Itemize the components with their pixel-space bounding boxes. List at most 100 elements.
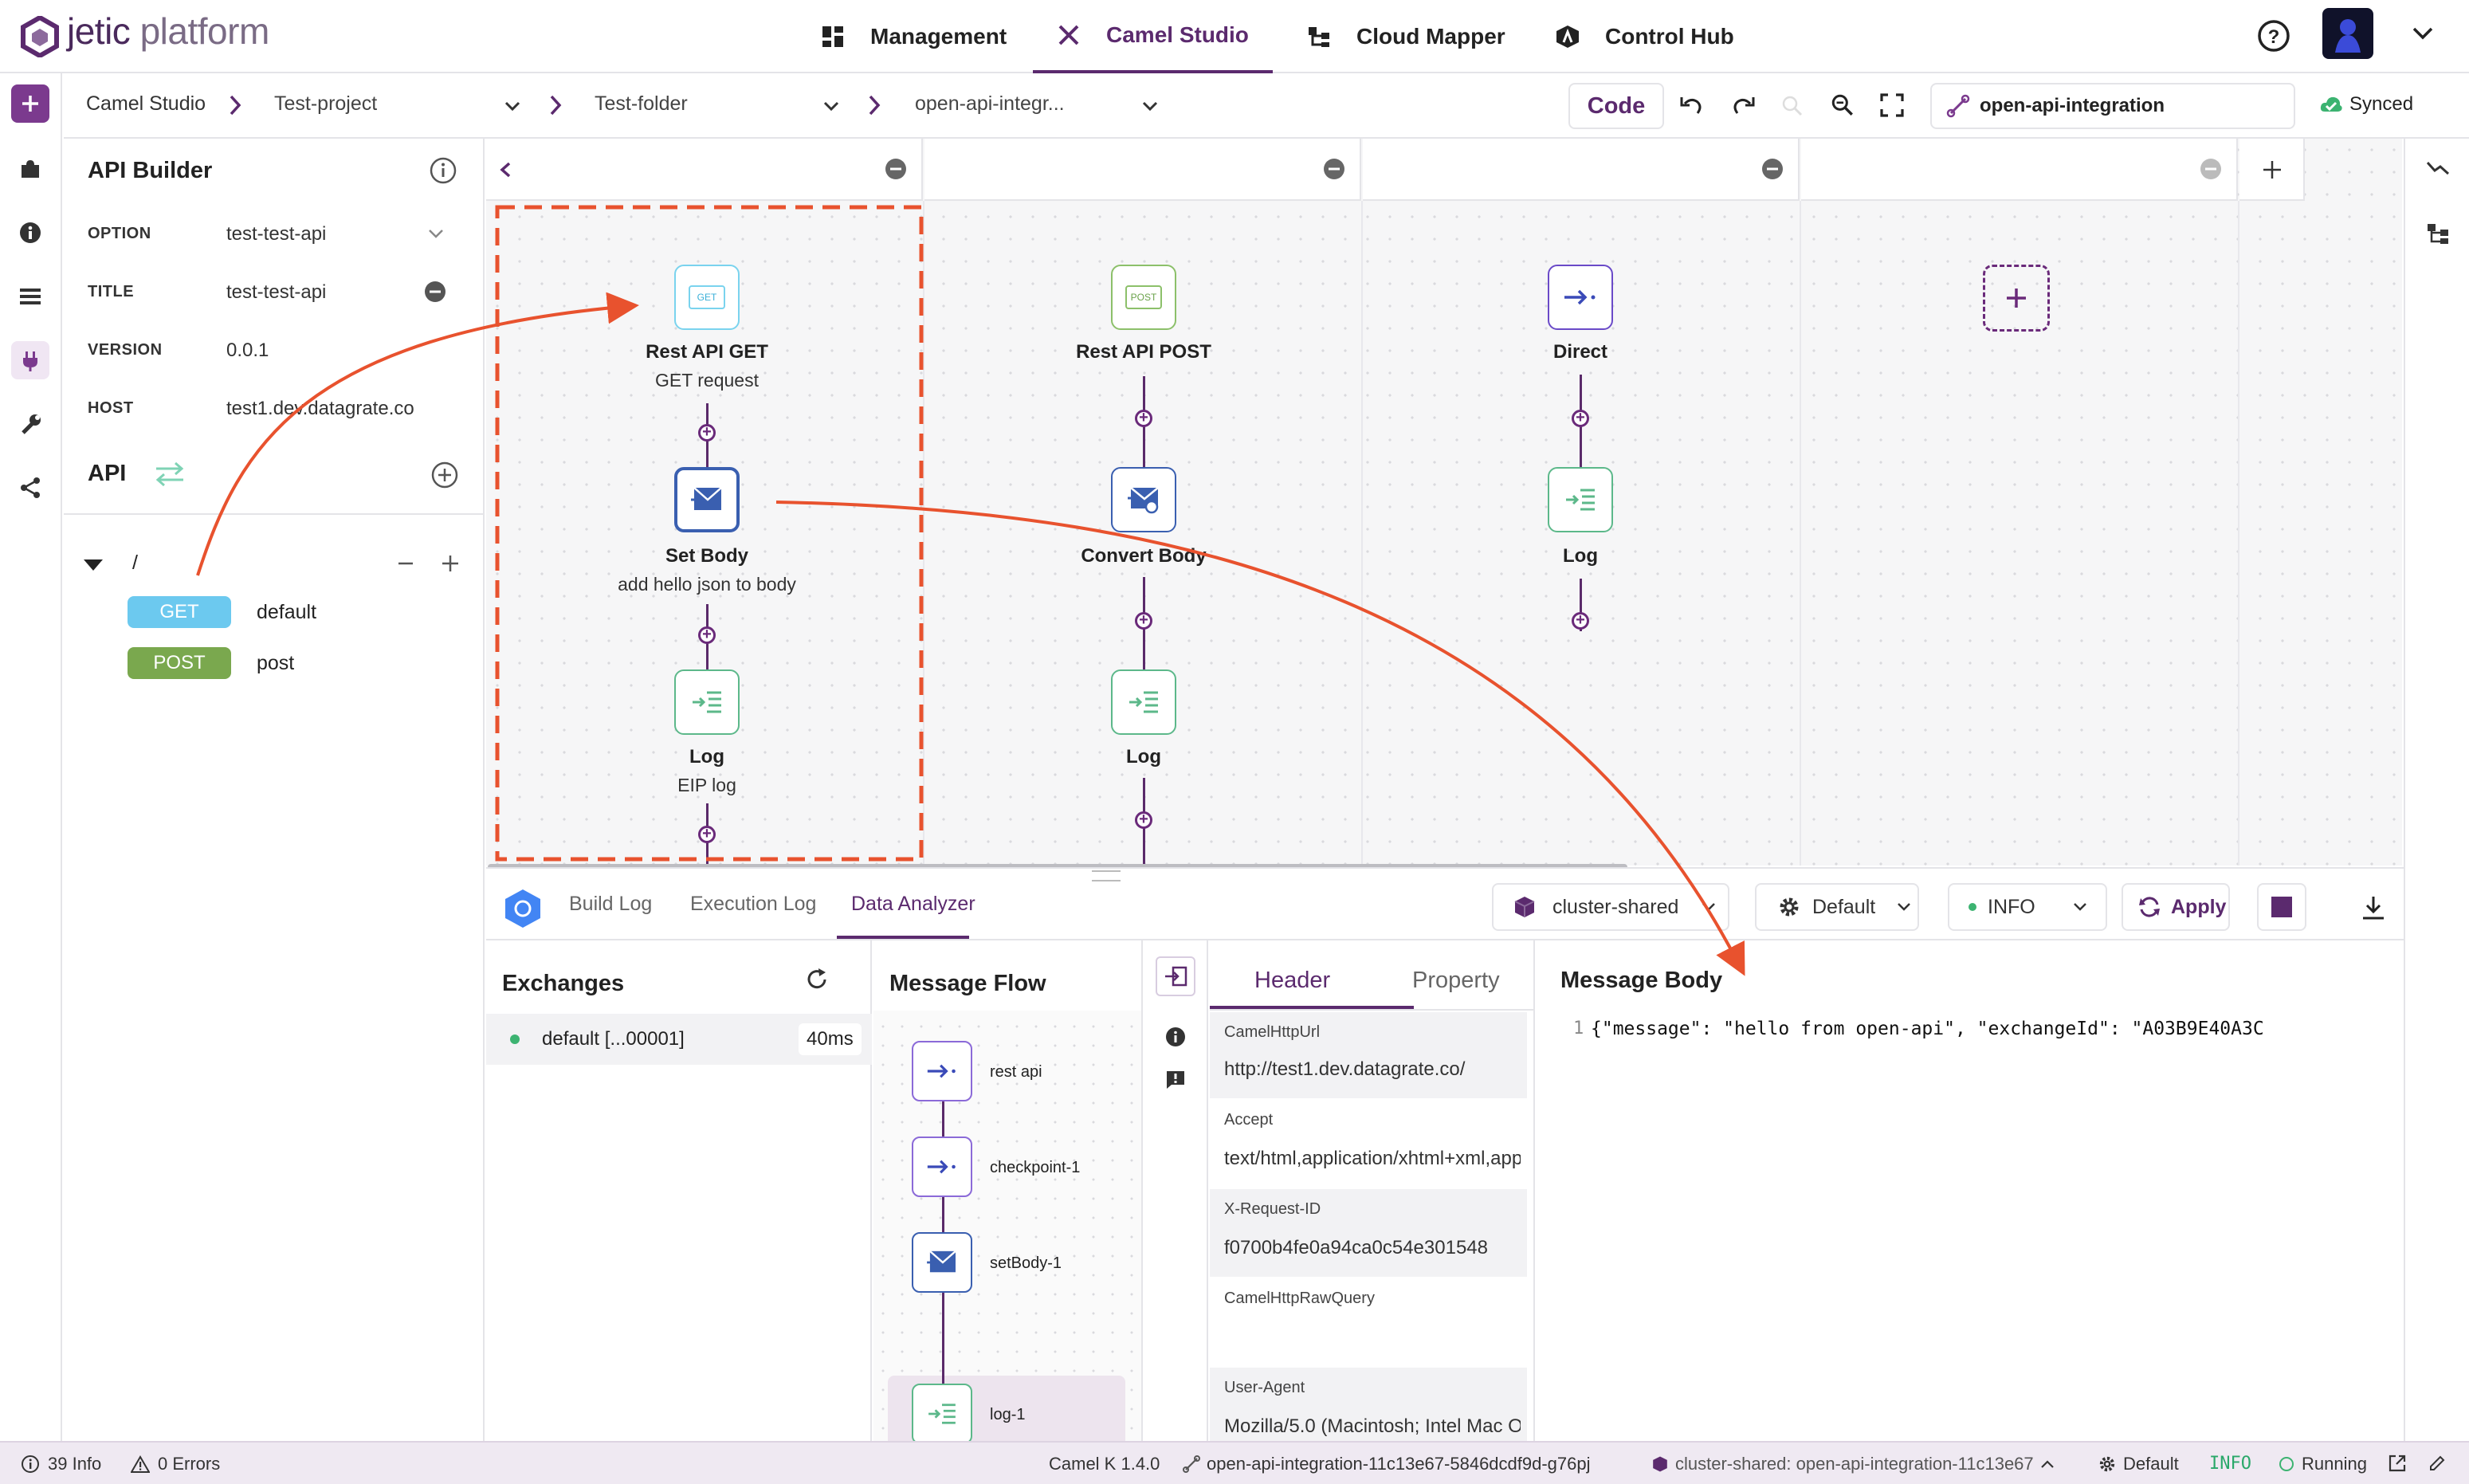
- add-step-button[interactable]: +: [1135, 410, 1152, 427]
- add-route-placeholder[interactable]: [1983, 265, 2050, 332]
- breadcrumb-root[interactable]: Camel Studio: [86, 92, 206, 115]
- exchange-row[interactable]: default [...00001] 40ms: [486, 1014, 872, 1065]
- nav-camel-studio[interactable]: Camel Studio: [1033, 0, 1273, 73]
- breadcrumb-integration[interactable]: open-api-integr...: [915, 92, 1065, 115]
- avatar[interactable]: [2322, 8, 2373, 59]
- route-node-set-body[interactable]: [674, 467, 740, 532]
- tab-data-analyzer[interactable]: Data Analyzer: [851, 893, 975, 915]
- swap-icon[interactable]: [153, 461, 186, 488]
- app-logo-text[interactable]: jetic platform: [67, 10, 269, 53]
- profile-status[interactable]: Default: [2098, 1454, 2179, 1474]
- remove-icon[interactable]: [424, 281, 446, 303]
- flow-step[interactable]: [912, 1232, 972, 1293]
- apply-button[interactable]: Apply: [2122, 883, 2230, 931]
- wrench-icon[interactable]: [11, 405, 49, 443]
- log-level-select[interactable]: INFO: [1948, 883, 2107, 931]
- external-link-icon[interactable]: [2388, 1454, 2407, 1473]
- add-step-button[interactable]: +: [1135, 811, 1152, 829]
- edit-icon[interactable]: [2428, 1454, 2447, 1473]
- chevron-down-icon[interactable]: [427, 228, 445, 239]
- exchange-view-icon[interactable]: [1156, 956, 1195, 996]
- chevron-down-icon[interactable]: [1141, 100, 1159, 112]
- nav-control-hub[interactable]: Control Hub: [1556, 0, 1734, 73]
- profile-select[interactable]: Default: [1755, 883, 1919, 931]
- add-circle-icon[interactable]: [430, 461, 459, 489]
- list-icon[interactable]: [11, 277, 49, 316]
- add-step-button[interactable]: +: [1135, 612, 1152, 630]
- help-icon[interactable]: ?: [2257, 19, 2290, 53]
- chevron-left-icon[interactable]: [497, 161, 515, 179]
- nav-cloud-mapper[interactable]: Cloud Mapper: [1307, 0, 1505, 73]
- route-node-rest-post[interactable]: POST: [1111, 265, 1176, 330]
- jetic-logo-icon[interactable]: [21, 16, 59, 57]
- add-step-button[interactable]: +: [698, 826, 716, 843]
- trend-icon[interactable]: [2426, 158, 2450, 179]
- code-button[interactable]: Code: [1568, 83, 1664, 129]
- tab-property[interactable]: Property: [1412, 968, 1500, 993]
- route-node-direct[interactable]: [1548, 265, 1613, 330]
- header-value[interactable]: text/html,application/xhtml+xml,applicat…: [1224, 1148, 1521, 1169]
- nav-management[interactable]: Management: [821, 0, 1007, 73]
- route-node-log[interactable]: [1548, 467, 1613, 532]
- caret-down-icon[interactable]: [83, 558, 104, 572]
- method-badge-post[interactable]: POST: [128, 647, 231, 679]
- add-step-button[interactable]: +: [698, 626, 716, 644]
- puzzle-icon[interactable]: [11, 150, 49, 188]
- resize-handle[interactable]: [1092, 870, 1121, 881]
- chevron-down-icon[interactable]: [2412, 26, 2434, 41]
- header-value[interactable]: Mozilla/5.0 (Macintosh; Intel Mac OS X): [1224, 1415, 1521, 1437]
- remove-route-icon[interactable]: [1761, 158, 1784, 180]
- info-icon[interactable]: [429, 156, 457, 185]
- info-icon[interactable]: [11, 214, 49, 252]
- header-value[interactable]: f0700b4fe0a94ca0c54e301548: [1224, 1237, 1488, 1258]
- refresh-icon[interactable]: [805, 968, 829, 991]
- cluster-status[interactable]: cluster-shared: open-api-integration-11c…: [1651, 1454, 2055, 1474]
- error-count[interactable]: 0 Errors: [131, 1454, 220, 1474]
- zoom-in-icon[interactable]: [1780, 94, 1804, 118]
- download-icon[interactable]: [2361, 894, 2386, 921]
- chevron-down-icon[interactable]: [822, 100, 840, 112]
- remove-route-icon[interactable]: [2200, 158, 2222, 180]
- info-count[interactable]: 39 Info: [21, 1454, 101, 1474]
- route-node-log[interactable]: [674, 669, 740, 735]
- fullscreen-icon[interactable]: [1879, 92, 1905, 118]
- breadcrumb-project[interactable]: Test-project: [274, 92, 378, 115]
- header-value[interactable]: http://test1.dev.datagrate.co/: [1224, 1058, 1466, 1080]
- route-node-convert-body[interactable]: [1111, 467, 1176, 532]
- cluster-select[interactable]: cluster-shared: [1492, 883, 1729, 931]
- title-field[interactable]: test-test-api: [226, 281, 327, 303]
- host-field[interactable]: test1.dev.datagrate.co: [226, 398, 414, 419]
- zoom-out-icon[interactable]: [1830, 92, 1855, 118]
- remove-route-icon[interactable]: [885, 158, 907, 180]
- feedback-icon[interactable]: [1165, 1070, 1186, 1090]
- version-field[interactable]: 0.0.1: [226, 340, 269, 361]
- route-node-rest-get[interactable]: GET: [674, 265, 740, 330]
- add-icon[interactable]: [440, 553, 461, 574]
- undo-icon[interactable]: [1678, 92, 1706, 120]
- share-icon[interactable]: [11, 469, 49, 507]
- endpoint-name[interactable]: default: [257, 601, 317, 623]
- message-body-code[interactable]: {"message": "hello from open-api", "exch…: [1591, 1019, 2264, 1039]
- option-select[interactable]: test-test-api: [226, 223, 327, 245]
- add-icon[interactable]: [11, 84, 49, 123]
- pod-name[interactable]: open-api-integration-11c13e67-5846dcdf9d…: [1183, 1454, 1591, 1474]
- plug-icon[interactable]: [11, 341, 49, 379]
- info-icon[interactable]: [1165, 1027, 1186, 1047]
- endpoint-name[interactable]: post: [257, 652, 295, 674]
- flow-step[interactable]: [912, 1384, 972, 1443]
- tab-execution-log[interactable]: Execution Log: [690, 893, 817, 915]
- api-path[interactable]: /: [132, 552, 138, 574]
- flow-step[interactable]: [912, 1041, 972, 1101]
- stop-button[interactable]: [2257, 883, 2306, 931]
- add-step-button[interactable]: +: [1572, 410, 1589, 427]
- breadcrumb-folder[interactable]: Test-folder: [595, 92, 688, 115]
- chevron-down-icon[interactable]: [504, 100, 521, 112]
- route-node-log[interactable]: [1111, 669, 1176, 735]
- route-canvas[interactable]: GET Rest API GET GET request + Set Body …: [486, 139, 2402, 870]
- tab-header[interactable]: Header: [1254, 968, 1331, 993]
- flow-step[interactable]: [912, 1137, 972, 1197]
- tree-icon[interactable]: [2426, 222, 2450, 245]
- remove-route-icon[interactable]: [1323, 158, 1345, 180]
- add-route-icon[interactable]: [2260, 158, 2284, 182]
- integration-name-field[interactable]: open-api-integration: [1930, 83, 2295, 129]
